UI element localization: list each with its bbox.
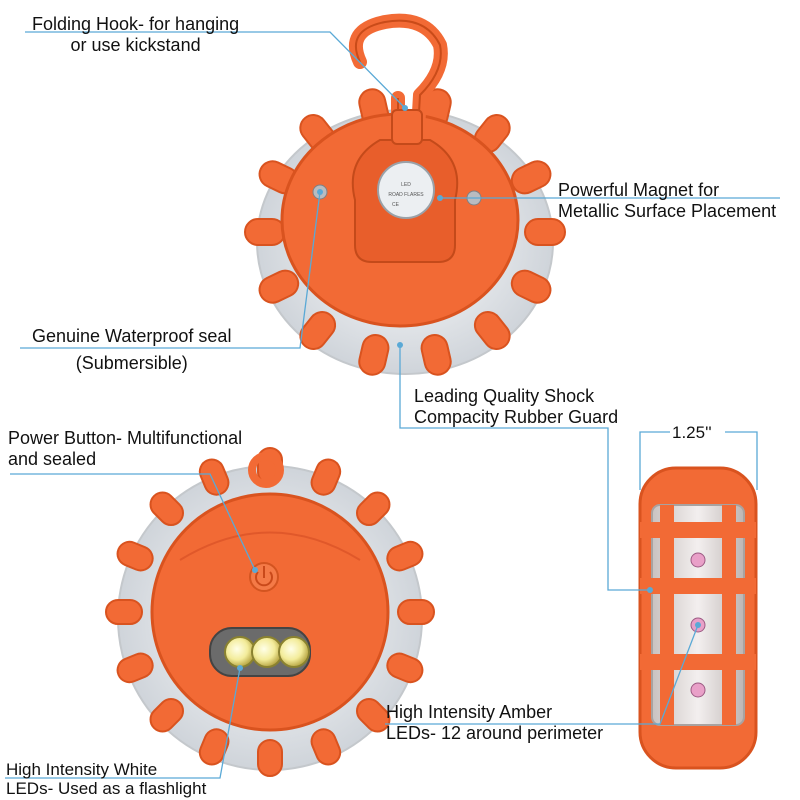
white-callout-line1: High Intensity White [6, 760, 158, 779]
dimension-left [639, 431, 670, 490]
guard-band-2 [640, 578, 756, 594]
seal-callout: Genuine Waterproof seal (Submersible) [32, 326, 231, 374]
back-spoke-3 [473, 311, 511, 350]
guard-callout-line2: Compacity Rubber Guard [414, 407, 619, 427]
guard-callout: Leading Quality Shock Compacity Rubber G… [414, 386, 618, 428]
front-spoke-9 [105, 599, 143, 625]
front-spoke-15 [355, 491, 391, 527]
amber-callout-line2: LEDs- 12 around perimeter [386, 723, 604, 743]
front-spoke-8 [116, 652, 154, 684]
guard-callout-line1: Leading Quality Shock [414, 386, 595, 406]
white-callout-line2: LEDs- Used as a flashlight [6, 779, 207, 798]
back-spoke-6 [299, 311, 337, 350]
hanging-loop [248, 452, 284, 488]
amber-callout: High Intensity Amber LEDs- 12 around per… [386, 702, 603, 744]
amber-led-3 [690, 682, 706, 698]
front-spoke-4 [310, 728, 342, 766]
hook-callout-line1: Folding Hook- for hanging [32, 14, 240, 34]
magnet-badge [377, 161, 435, 219]
leader-dots [237, 105, 701, 671]
leader-seal [20, 191, 321, 349]
seal-callout-line1: Genuine Waterproof seal [32, 326, 232, 346]
front-spoke-14 [310, 458, 342, 496]
back-spoke-8 [244, 218, 286, 246]
leader-lines [5, 31, 780, 779]
magnet-callout-line2: Metallic Surface Placement [558, 201, 777, 221]
leader-white [5, 667, 241, 779]
badge-text-2: ROAD FLARES [388, 192, 424, 198]
badge-text-3: CE [392, 202, 400, 208]
leader-power [10, 473, 256, 571]
white-led-3 [278, 636, 310, 668]
front-spoke-12 [198, 458, 230, 496]
amber-callout-line1: High Intensity Amber [386, 702, 553, 722]
amber-led-1 [690, 552, 706, 568]
front-spoke-5 [257, 739, 283, 777]
thickness-dimension: 1.25'' [672, 423, 712, 442]
power-callout-line2: and sealed [8, 449, 97, 469]
housing-contour [179, 531, 361, 561]
flare-side-view [638, 466, 758, 770]
front-spoke-11 [149, 491, 185, 527]
leader-hook [25, 31, 406, 109]
guard-post-left [660, 505, 674, 725]
guard-band-1 [640, 522, 756, 538]
white-callout: High Intensity White LEDs- Used as a fla… [6, 760, 206, 798]
dimension-right [725, 431, 758, 490]
hook-outline [355, 19, 442, 131]
flare-back-view: LED ROAD FLARES CE [244, 13, 566, 376]
magnet-callout-line1: Powerful Magnet for [558, 180, 720, 200]
front-spoke-2 [386, 652, 424, 684]
back-spoke-5 [358, 334, 390, 376]
badge-text-1: LED [401, 182, 411, 188]
guard-band-3 [640, 654, 756, 670]
front-housing [150, 492, 390, 732]
seal-callout-line2: (Submersible) [75, 353, 188, 373]
magnet-callout: Powerful Magnet for Metallic Surface Pla… [558, 180, 776, 222]
back-spoke-7 [258, 269, 300, 304]
front-spoke-10 [116, 540, 154, 572]
white-led-2 [251, 636, 283, 668]
power-callout: Power Button- Multifunctional and sealed [8, 428, 242, 470]
leader-amber [385, 624, 699, 725]
power-callout-line1: Power Button- Multifunctional [8, 428, 243, 448]
leader-guard [399, 345, 650, 591]
back-spoke-4 [420, 334, 452, 376]
front-spoke-16 [386, 540, 424, 572]
back-spoke-2 [510, 269, 552, 304]
front-spoke-1 [397, 599, 435, 625]
front-rubber-guard-spokes [105, 447, 435, 777]
hook-callout: Folding Hook- for hanging or use kicksta… [32, 14, 239, 56]
flare-front-view [105, 447, 435, 777]
front-spoke-3 [355, 697, 391, 733]
hook-hinge [391, 109, 423, 145]
white-led-1 [224, 636, 256, 668]
power-icon [255, 571, 273, 587]
guard-post-right [722, 505, 736, 725]
front-spoke-7 [149, 697, 185, 733]
hook-callout-line2: or use kickstand [70, 35, 201, 55]
back-spoke-1 [524, 218, 566, 246]
